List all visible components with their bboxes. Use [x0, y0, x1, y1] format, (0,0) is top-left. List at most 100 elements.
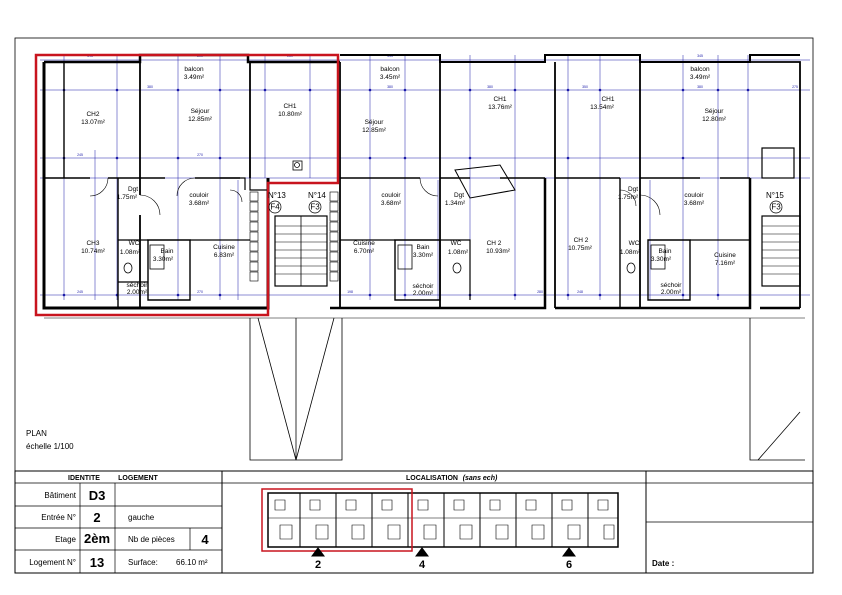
- room-area: 13.76m²: [488, 104, 513, 111]
- room-name: séchoir: [661, 282, 683, 289]
- room-area: 3.68m²: [189, 200, 210, 207]
- room-area: 2.00m²: [127, 289, 148, 296]
- dimension-label: 198: [347, 290, 353, 294]
- room-area: 3.68m²: [684, 200, 705, 207]
- plan-caption: PLAN: [26, 429, 47, 438]
- localisation-note: (sans ech): [463, 475, 498, 482]
- room-name: Cuisine: [213, 244, 235, 251]
- localisation-header: LOCALISATION: [406, 475, 458, 482]
- room-name: Dgt: [628, 186, 638, 193]
- room-name: Dgt: [128, 186, 138, 193]
- identite-header: IDENTITE: [68, 475, 100, 482]
- row-label: Entrée N°: [41, 513, 76, 522]
- row-label: Bâtiment: [44, 491, 76, 500]
- room-area: 2.00m²: [413, 290, 434, 297]
- room-area: 12.80m²: [702, 116, 727, 123]
- stair-code: F4: [270, 203, 280, 212]
- entry-number: 6: [566, 559, 572, 571]
- stair-marker: [268, 200, 282, 214]
- room-area: 3.30m²: [413, 252, 434, 259]
- external-structures: [44, 317, 805, 461]
- room-area: 3.49m²: [690, 74, 711, 81]
- dimension-label: 245: [77, 290, 83, 294]
- room-area: 10.74m²: [81, 248, 106, 255]
- room-area: 3.45m²: [380, 74, 401, 81]
- room-area: 1.08m²: [448, 249, 469, 256]
- stair-code: F3: [310, 203, 320, 212]
- dimension-label: 380: [697, 85, 703, 89]
- room-area: 2.00m²: [661, 289, 682, 296]
- room-name: CH2: [86, 111, 99, 118]
- room-area: 10.93m²: [486, 248, 511, 255]
- room-name: CH1: [283, 103, 296, 110]
- room-name: couloir: [381, 192, 401, 199]
- room-name: couloir: [189, 192, 209, 199]
- room-name: Bain: [160, 248, 173, 255]
- row-label: Logement N°: [29, 558, 76, 567]
- room-name: séchoir: [127, 282, 149, 289]
- row-value: 13: [90, 555, 104, 570]
- stair-code: F3: [771, 203, 781, 212]
- room-name: Cuisine: [353, 240, 375, 247]
- room-area: 1.08m²: [620, 249, 641, 256]
- room-area: 6.83m²: [214, 252, 235, 259]
- room-name: Bain: [416, 244, 429, 251]
- room-area: 1.75m²: [117, 194, 138, 201]
- room-name: balcon: [690, 66, 710, 73]
- room-name: Séjour: [191, 108, 211, 115]
- room-name: CH1: [493, 96, 506, 103]
- stair-number-14: N°14: [308, 191, 326, 200]
- dimension-label: 345: [697, 54, 703, 58]
- minimap-highlight: [261, 488, 413, 552]
- row-extra-value: 66.10 m²: [176, 558, 208, 567]
- stair-marker: [308, 200, 322, 214]
- row-extra-value: 4: [201, 532, 209, 547]
- walls: [42, 53, 801, 310]
- entry-marker-labels: 2 4 6: [315, 559, 572, 571]
- row-label: Etage: [55, 535, 76, 544]
- dimension-label: 350: [582, 85, 588, 89]
- dimension-label: 380: [487, 85, 493, 89]
- dimension-label: 380: [387, 85, 393, 89]
- door-swings: [89, 177, 661, 216]
- room-name: CH 2: [574, 237, 589, 244]
- fixtures: [123, 160, 666, 274]
- room-area: 10.80m²: [278, 111, 303, 118]
- room-name: WC: [451, 240, 462, 247]
- room-name: Dgt: [454, 192, 464, 199]
- room-name: WC: [629, 240, 640, 247]
- date-label: Date :: [652, 559, 674, 568]
- room-area: 3.30m²: [651, 256, 672, 263]
- room-name: balcon: [184, 66, 204, 73]
- room-area: 3.30m²: [153, 256, 174, 263]
- entry-marker: [415, 547, 429, 557]
- room-name: Séjour: [365, 119, 385, 126]
- room-area: 12.85m²: [188, 116, 213, 123]
- entry-marker: [562, 547, 576, 557]
- entry-number: 4: [419, 559, 426, 571]
- dwelling-highlight: [34, 53, 340, 317]
- room-area: 3.49m²: [184, 74, 205, 81]
- dimension-label: 270: [197, 153, 203, 157]
- row-value: 2: [93, 510, 100, 525]
- room-name: WC: [129, 240, 140, 247]
- room-area: 7.16m²: [715, 260, 736, 267]
- room-area: 1.34m²: [445, 200, 466, 207]
- room-area: 12.85m²: [362, 127, 387, 134]
- room-name: Séjour: [705, 108, 725, 115]
- stair-marker: [769, 200, 783, 214]
- localisation-minimap: [261, 488, 619, 557]
- row-value: D3: [89, 488, 106, 503]
- logement-header: LOGEMENT: [118, 475, 158, 482]
- room-name: couloir: [684, 192, 704, 199]
- room-labels: balcon 3.49m² CH2 13.07m² Séjour 12.85m²…: [81, 66, 736, 297]
- room-area: 6.70m²: [354, 248, 375, 255]
- room-name: balcon: [380, 66, 400, 73]
- grid-nodes: [62, 88, 750, 297]
- row-extra: Surface:: [128, 558, 158, 567]
- row-value: 2èm: [84, 531, 110, 546]
- row-extra: gauche: [128, 513, 155, 522]
- room-name: Cuisine: [714, 252, 736, 259]
- room-name: CH 2: [487, 240, 502, 247]
